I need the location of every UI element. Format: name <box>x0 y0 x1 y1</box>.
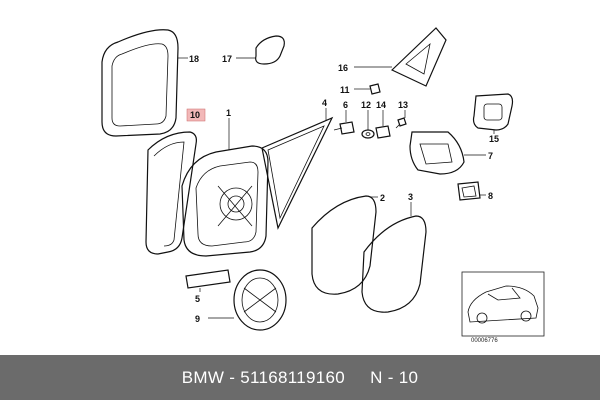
callout-13: 13 <box>398 100 408 110</box>
callout-9: 9 <box>195 314 200 324</box>
vehicle-reference-thumbnail <box>461 271 545 337</box>
callout-10: 10 <box>190 110 200 120</box>
part-17-small-glass <box>255 35 285 65</box>
callout-3: 3 <box>408 192 413 202</box>
callout-15: 15 <box>489 134 499 144</box>
spacer <box>345 368 370 388</box>
callout-17: 17 <box>222 54 232 64</box>
part-8-cover <box>457 181 481 201</box>
part-9-drive-unit <box>233 269 287 331</box>
callout-2: 2 <box>380 193 385 203</box>
callout-10-highlight <box>186 108 206 122</box>
part-2-mirror-glass <box>311 195 377 295</box>
part-4-seal <box>261 116 334 230</box>
callout-4: 4 <box>322 98 327 108</box>
callout-11: 11 <box>340 85 350 95</box>
callout-7: 7 <box>488 151 493 161</box>
part-14-nut <box>375 125 391 139</box>
part-3-mirror-glass-heated <box>361 215 427 313</box>
part-1-mirror-housing <box>181 145 269 257</box>
part-16-bracket <box>390 27 447 87</box>
callout-5: 5 <box>195 294 200 304</box>
callout-16: 16 <box>338 63 348 73</box>
part-18-mirror-frame <box>101 29 179 137</box>
callout-14: 14 <box>376 100 386 110</box>
part-15-actuator <box>472 93 514 131</box>
drawing-reference-number: 00006776 <box>471 338 498 344</box>
part-7-motor-housing <box>409 131 465 175</box>
callout-1: 1 <box>226 108 231 118</box>
part-number: 51168119160 <box>240 367 346 387</box>
callout-18: 18 <box>189 54 199 64</box>
callout-6: 6 <box>343 100 348 110</box>
part-5-clip <box>185 269 231 289</box>
part-10-mirror-cap <box>145 131 197 255</box>
part-6-bolt <box>333 121 355 135</box>
part-11-small-nut <box>369 83 381 95</box>
separator: - <box>224 367 241 387</box>
part-info-footer: BMW - 51168119160 N - 10 <box>0 355 600 400</box>
position-code: N - 10 <box>370 367 419 387</box>
callout-8: 8 <box>488 191 493 201</box>
part-12-washer <box>361 129 375 139</box>
brand-name: BMW <box>181 367 225 387</box>
callout-12: 12 <box>361 100 371 110</box>
exploded-parts-diagram: 18 17 10 1 4 6 12 <box>101 27 545 344</box>
part-13-screw <box>395 117 407 129</box>
